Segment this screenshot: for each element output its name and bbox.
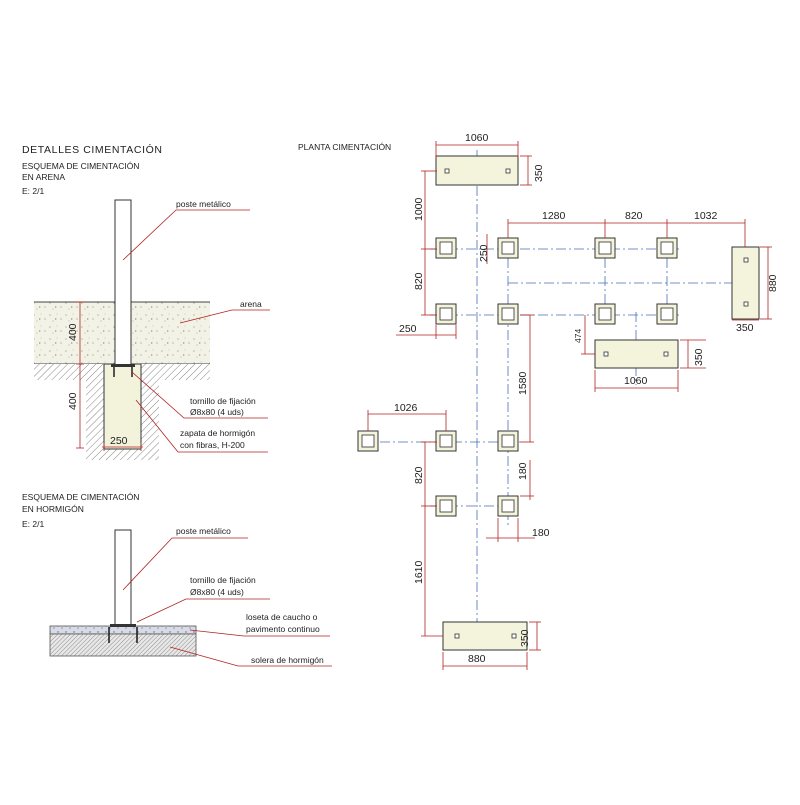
dim-vertical-1580: 1580: [517, 371, 529, 395]
bolt-icon: [743, 257, 749, 263]
post-leader: [122, 209, 250, 261]
post-leader-2: [122, 537, 248, 591]
footing-r1-c3: [594, 237, 616, 259]
footing-r3-c1: [435, 430, 457, 452]
sand-scheme-scale: E: 2/1: [22, 186, 44, 196]
dim-top-pad-width: 1060: [465, 132, 489, 144]
dim-edge-offset: 250: [399, 323, 417, 335]
footing-r3-c0: [357, 430, 379, 452]
dim-row-gap-2: 820: [413, 466, 425, 484]
dim-vertical-180: 180: [517, 462, 529, 480]
ground-hatch-bottom: [86, 448, 159, 460]
dim-right-pad-height: 880: [767, 274, 779, 292]
bolt-label-1: tornillo de fijación: [190, 396, 256, 406]
bolt-icon: [511, 633, 517, 639]
dim-offset-474: 474: [573, 329, 583, 343]
dim-bottom-pad-depth: 350: [519, 629, 531, 647]
concrete-scheme-scale: E: 2/1: [22, 519, 44, 529]
dim-row1-spacing-c: 1032: [694, 210, 718, 222]
bolt-icon: [743, 301, 749, 307]
slab-leader: [169, 646, 332, 667]
footing-depth-dim: 400: [67, 392, 79, 410]
footing-label-2: con fibras, H-200: [180, 440, 245, 450]
metal-post: [114, 199, 132, 367]
sand-scheme: ESQUEMA DE CIMENTACIÓN EN ARENA E: 2/1 4…: [22, 161, 270, 460]
rubber-tile-layer: [49, 625, 197, 635]
dim-row1-spacing-a: 1280: [542, 210, 566, 222]
post-label-2: poste metálico: [176, 526, 231, 536]
post-base-plate: [111, 364, 135, 367]
footing-r3-c2: [497, 430, 519, 452]
pad-top: [435, 155, 519, 186]
concrete-scheme-title-2: EN HORMIGÓN: [22, 504, 84, 514]
concrete-scheme-title-1: ESQUEMA DE CIMENTACIÓN: [22, 492, 139, 502]
dim-mid-pad-width: 1060: [624, 375, 648, 387]
sand-scheme-title-2: EN ARENA: [22, 172, 65, 182]
footing-r4-c2: [497, 495, 519, 517]
post-footings: [357, 237, 678, 517]
footing-r1-c1: [435, 237, 457, 259]
post-label: poste metálico: [176, 199, 231, 209]
dim-vertical-1610: 1610: [413, 560, 425, 584]
ground-hatch-footing-left: [86, 380, 104, 460]
footing-r4-c1: [435, 495, 457, 517]
dim-left-1026: 1026: [394, 402, 418, 414]
bolt-label-2-1: tornillo de fijación: [190, 575, 256, 585]
footing-leader: [135, 399, 268, 453]
concrete-slab: [49, 633, 197, 657]
plan-view: 1060 350 1000 1280 820 1032 250: [357, 132, 779, 670]
plan-dimensions: 1060 350 1000 1280 820 1032 250: [367, 132, 779, 670]
bolt-icon: [444, 168, 450, 174]
sand-depth-dim: 400: [67, 323, 79, 341]
dim-bottom-pad-width: 880: [468, 653, 486, 665]
footing-width-dim: 250: [110, 435, 128, 447]
sand-leader: [179, 309, 270, 324]
footing-r2-c1: [435, 303, 457, 325]
tile-label-1: loseta de caucho o: [246, 612, 318, 622]
bolt-label-2: Ø8x80 (4 uds): [190, 407, 244, 417]
sand-label: arena: [240, 299, 262, 309]
ground-hatch-right: [141, 364, 210, 380]
footing-label-1: zapata de hormigón: [180, 428, 255, 438]
sand-scheme-title-1: ESQUEMA DE CIMENTACIÓN: [22, 161, 139, 171]
details-title: DETALLES CIMENTACIÓN: [22, 143, 163, 156]
ground-hatch-footing-right: [141, 380, 159, 460]
footing-r2-c2: [497, 303, 519, 325]
bolt-icon: [505, 168, 511, 174]
footing-r2-c3: [594, 303, 616, 325]
dim-small-offset: 250: [478, 244, 490, 262]
dim-top-gap: 1000: [413, 197, 425, 221]
footing-r1-c4: [656, 237, 678, 259]
tile-leader: [189, 629, 330, 637]
dim-row1-spacing-b: 820: [625, 210, 643, 222]
concrete-scheme: ESQUEMA DE CIMENTACIÓN EN HORMIGÓN E: 2/…: [22, 492, 332, 667]
dim-row-gap: 820: [413, 272, 425, 290]
bolt-icon: [454, 633, 460, 639]
dim-right-pad-width: 350: [736, 322, 754, 334]
metal-post-2: [114, 529, 132, 627]
dim-mid-pad-depth: 350: [693, 348, 705, 366]
dim-horizontal-180: 180: [532, 527, 550, 539]
concrete-footing: [103, 363, 142, 450]
post-base-plate-2: [110, 624, 136, 627]
ground-hatch-left: [34, 364, 104, 380]
footing-r2-c4: [656, 303, 678, 325]
bolt-label-2-2: Ø8x80 (4 uds): [190, 587, 244, 597]
bolt-icon: [663, 351, 669, 357]
bolt-leader: [131, 371, 268, 419]
dim-top-pad-depth: 350: [533, 164, 545, 182]
plan-title: PLANTA CIMENTACIÓN: [298, 142, 391, 152]
bolt-leader-2: [136, 598, 270, 623]
footing-r1-c2: [497, 237, 519, 259]
slab-label: solera de hormigón: [251, 655, 324, 665]
tile-label-2: pavimento continuo: [246, 624, 320, 634]
bolt-icon: [603, 351, 609, 357]
